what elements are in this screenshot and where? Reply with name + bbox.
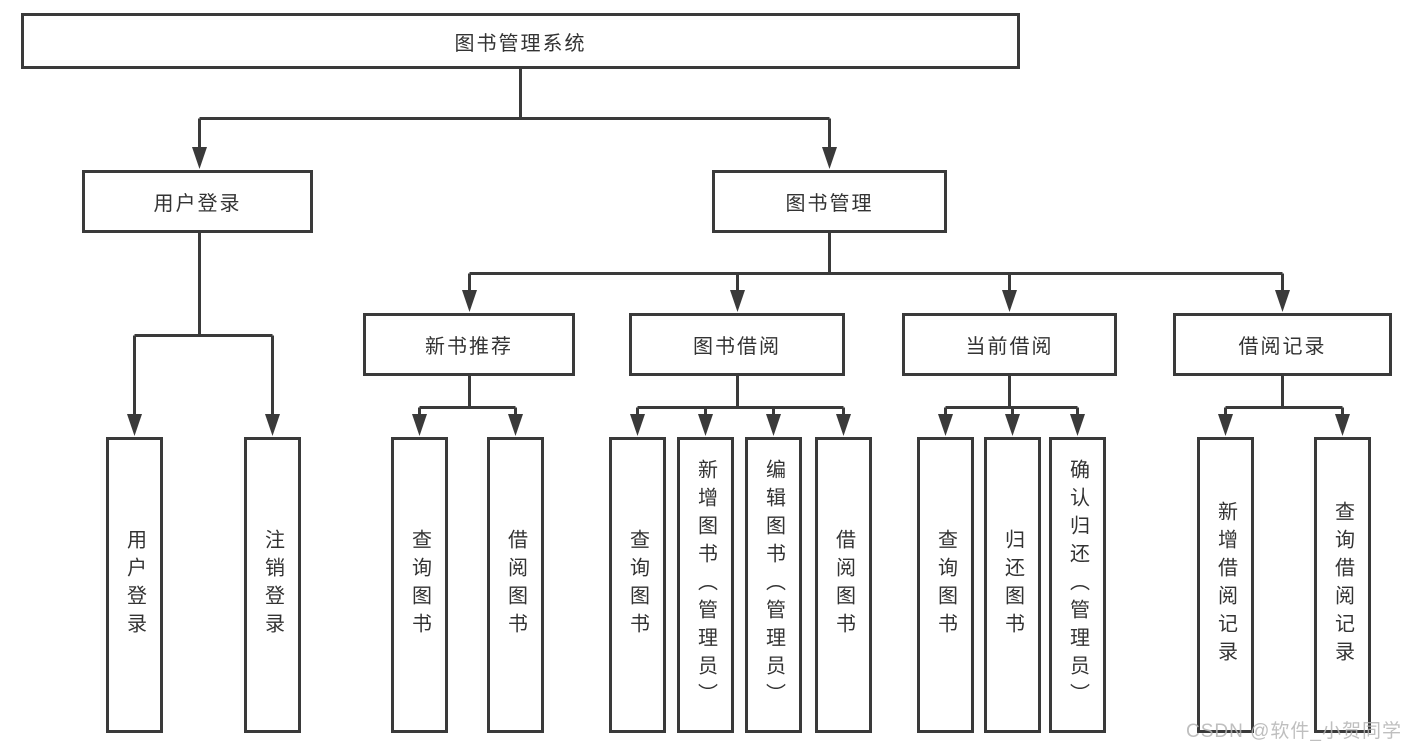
node-label: 查询图书 (626, 529, 649, 641)
node-label: 新书推荐 (425, 336, 513, 358)
leaf-query-books-borrow: 查询图书 (609, 437, 666, 733)
arrow-icon (630, 407, 851, 436)
node-label: 用户登录 (123, 529, 146, 641)
fork-records (1225, 375, 1343, 409)
leaf-query-books-current: 查询图书 (917, 437, 974, 733)
leaf-user-login: 用户登录 (106, 437, 163, 733)
node-label: 归还图书 (1001, 529, 1024, 641)
arrow-icon (462, 273, 1290, 312)
node-book-borrow: 图书借阅 (629, 313, 845, 376)
node-label: 编辑图书（管理员） (762, 459, 785, 711)
node-label: 新增图书（管理员） (694, 459, 717, 711)
leaf-add-borrow-record: 新增借阅记录 (1197, 437, 1254, 733)
node-label: 图书管理 (785, 193, 874, 215)
leaf-borrow-books-recommend: 借阅图书 (487, 437, 544, 733)
fork-book-mgmt (469, 232, 1283, 275)
arrow-icon (127, 335, 280, 436)
leaf-query-borrow-record: 查询借阅记录 (1314, 437, 1371, 733)
node-label: 查询图书 (934, 529, 957, 641)
leaf-return-book: 归还图书 (984, 437, 1041, 733)
node-label: 用户登录 (153, 193, 242, 215)
arrow-icon (938, 407, 1085, 436)
arrow-icon (1218, 407, 1350, 436)
fork-new-rec (419, 375, 516, 409)
node-label: 借阅图书 (832, 529, 855, 641)
leaf-logout: 注销登录 (244, 437, 301, 733)
node-label: 新增借阅记录 (1214, 501, 1237, 669)
node-label: 查询借阅记录 (1331, 501, 1354, 669)
fork-borrow (637, 375, 844, 409)
fork-current (945, 375, 1078, 409)
node-label: 借阅记录 (1238, 336, 1327, 358)
fork-user-login (134, 232, 273, 337)
leaf-edit-book-admin: 编辑图书（管理员） (745, 437, 802, 733)
node-new-book-recommend: 新书推荐 (363, 313, 575, 376)
node-library-system: 图书管理系统 (21, 13, 1020, 69)
leaf-confirm-return-admin: 确认归还（管理员） (1049, 437, 1106, 733)
node-current-borrow: 当前借阅 (902, 313, 1117, 376)
node-book-management: 图书管理 (712, 170, 947, 233)
leaf-borrow-books: 借阅图书 (815, 437, 872, 733)
csdn-watermark: CSDN @软件_小贺同学 (1186, 721, 1402, 742)
node-label: 查询图书 (408, 529, 431, 641)
leaf-query-books-recommend: 查询图书 (391, 437, 448, 733)
arrow-icon (412, 407, 523, 436)
node-label: 注销登录 (261, 529, 284, 641)
node-label: 借阅图书 (504, 529, 527, 641)
node-label: 图书借阅 (693, 336, 781, 358)
leaf-add-book-admin: 新增图书（管理员） (677, 437, 734, 733)
node-label: 当前借阅 (965, 336, 1054, 358)
arrow-icon (192, 118, 837, 169)
node-borrow-records: 借阅记录 (1173, 313, 1392, 376)
node-user-login: 用户登录 (82, 170, 313, 233)
fork-root (199, 68, 830, 120)
node-label: 图书管理系统 (454, 32, 587, 55)
node-label: 确认归还（管理员） (1066, 459, 1089, 711)
